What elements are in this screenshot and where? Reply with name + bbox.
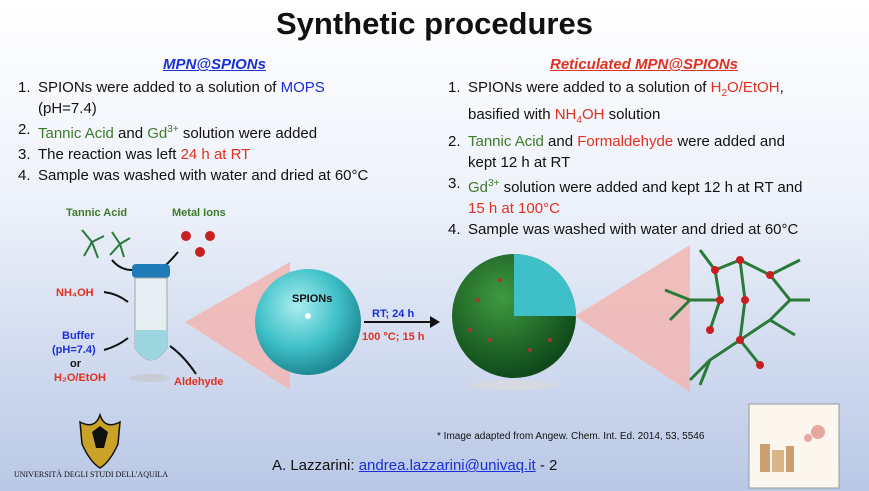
step-text: kept 12 h at RT [468, 154, 571, 171]
step-number: 1. [18, 79, 31, 96]
footer-author: A. Lazzarini: andrea.lazzarini@univaq.it… [272, 457, 557, 474]
right-procedure-list: 1. SPIONs were added to a solution of H2O… [448, 77, 863, 240]
step-number: 4. [448, 221, 461, 238]
right-step-line: 4. Sample was washed with water and drie… [448, 219, 863, 240]
left-step-line: (pH=7.4) [18, 98, 438, 119]
step-text: Tannic Acid and Gd3+ solution were added [38, 124, 318, 142]
step-number: 3. [18, 146, 31, 163]
nh4oh-label: NH₄OH [56, 287, 94, 299]
step-text: SPIONs were added to a solution of H2O/E… [468, 79, 784, 99]
slide-title: Synthetic procedures [276, 6, 593, 41]
step-number: 3. [448, 175, 461, 192]
left-column-heading: MPN@SPIONs [163, 56, 266, 73]
step-text: Sample was washed with water and dried a… [38, 167, 369, 184]
buffer-ph-label: (pH=7.4) [52, 344, 96, 356]
step-number: 2. [448, 133, 461, 150]
right-step-line: 3. Gd3+ solution were added and kept 12 … [448, 173, 863, 198]
step-text: basified with NH4OH solution [468, 106, 661, 126]
solvent-label: H₂O/EtOH [54, 372, 106, 384]
step-number: 2. [18, 121, 31, 138]
test-tube-icon [132, 264, 170, 361]
step-text: Tannic Acid and Formaldehyde were added … [468, 133, 785, 150]
step-text: 15 h at 100°C [468, 200, 560, 217]
left-procedure-list: 1. SPIONs were added to a solution of MOP… [18, 77, 438, 186]
left-step-line: 3. The reaction was left 24 h at RT [18, 144, 438, 165]
step-text: Gd3+ solution were added and kept 12 h a… [468, 178, 803, 196]
buffer-label: Buffer [62, 330, 95, 342]
left-step-line: 1. SPIONs were added to a solution of MOP… [18, 77, 438, 98]
arrow-condition-top: RT; 24 h [372, 308, 415, 320]
right-step-line: 15 h at 100°C [448, 198, 863, 219]
step-text: (pH=7.4) [38, 100, 97, 117]
step-number: 4. [18, 167, 31, 184]
right-step-line: basified with NH4OH solution [448, 104, 863, 131]
or-label: or [70, 358, 81, 370]
metal-ions-icon [181, 231, 215, 257]
arrow-condition-bottom: 100 °C; 15 h [362, 331, 425, 343]
step-text: SPIONs were added to a solution of MOPS [38, 79, 325, 96]
right-step-line: 1. SPIONs were added to a solution of H2O… [448, 77, 863, 104]
left-step-line: 2. Tannic Acid and Gd3+ solution were ad… [18, 119, 438, 144]
step-number: 1. [448, 79, 461, 96]
right-column-heading: Reticulated MPN@SPIONs [550, 56, 738, 73]
step-text: Sample was washed with water and dried a… [468, 221, 799, 238]
aldehyde-label: Aldehyde [174, 376, 224, 388]
spions-label: SPIONs [292, 293, 333, 305]
tannic-acid-label: Tannic Acid [66, 207, 128, 219]
school-logo [748, 403, 840, 489]
university-crest-logo [79, 412, 121, 469]
page-number: - 2 [535, 457, 558, 474]
spion-sphere [255, 269, 361, 375]
left-step-line: 4. Sample was washed with water and drie… [18, 165, 438, 186]
author-email-link[interactable]: andrea.lazzarini@univaq.it [358, 457, 536, 474]
right-step-line: kept 12 h at RT [448, 152, 863, 173]
step-text: The reaction was left 24 h at RT [38, 146, 251, 163]
tannic-acid-molecule-icon [81, 229, 131, 259]
right-step-line: 2. Tannic Acid and Formaldehyde were add… [448, 131, 863, 152]
metal-ions-label: Metal Ions [172, 207, 226, 219]
university-name: UNIVERSITÀ DEGLI STUDI DELL'AQUILA [14, 470, 169, 479]
image-citation: * Image adapted from Angew. Chem. Int. E… [437, 431, 705, 442]
author-name: A. Lazzarini: [272, 457, 359, 474]
